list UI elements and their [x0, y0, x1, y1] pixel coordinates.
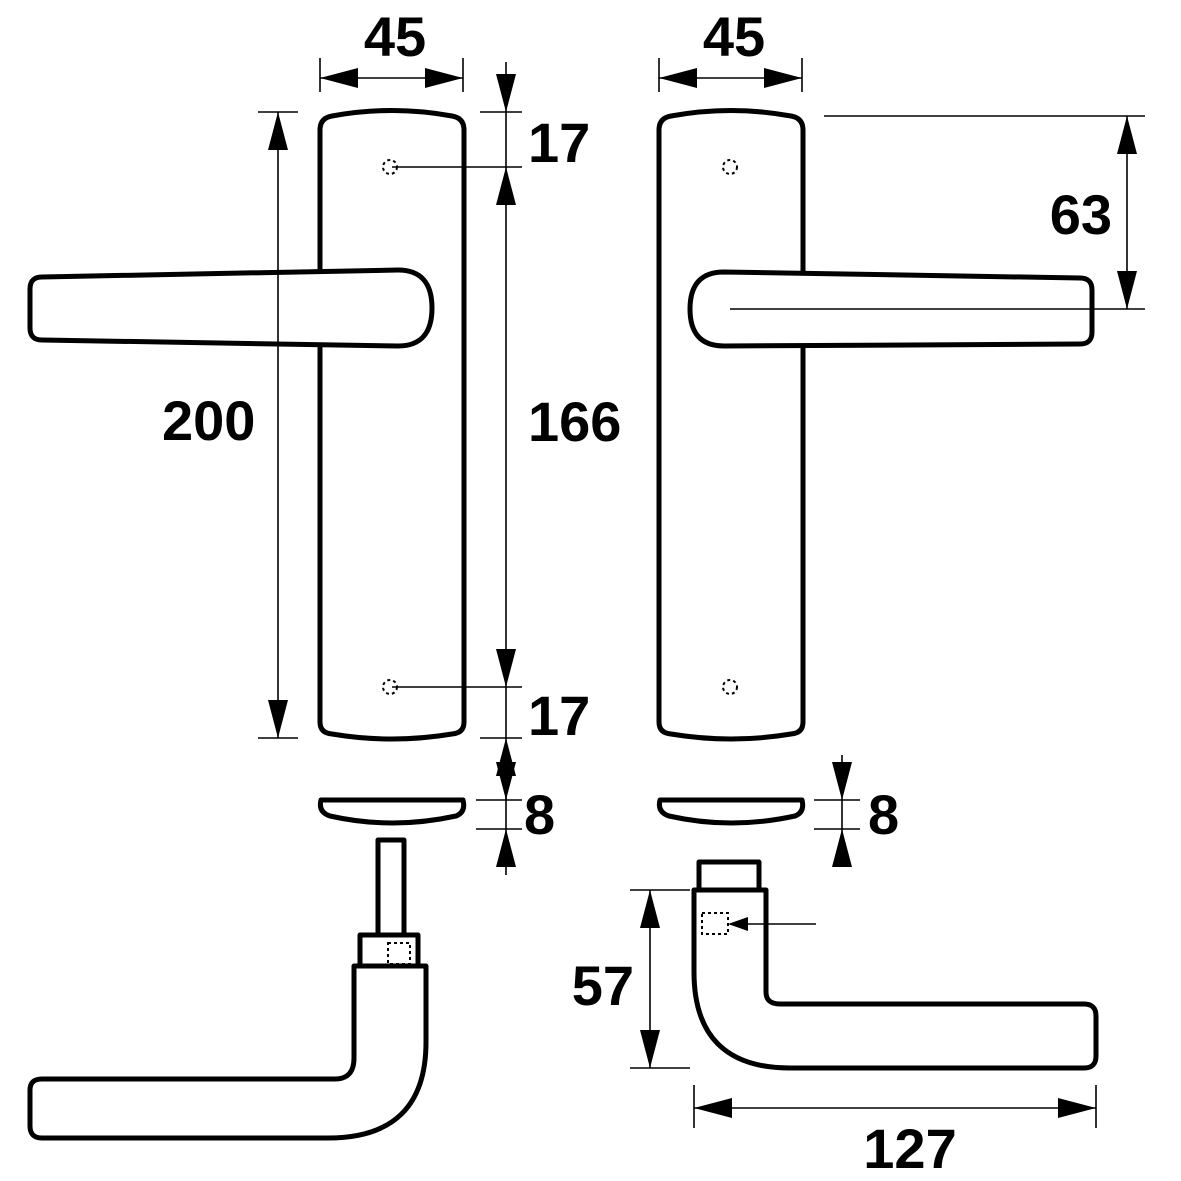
plate-height-label: 200	[162, 389, 255, 452]
dim-lever-height	[824, 115, 1145, 309]
left-lever-side-view	[27, 837, 429, 1141]
right-lever-body	[691, 887, 1099, 1071]
left-thickness-label: 8	[524, 783, 555, 846]
right-bottom-screw-hole	[722, 679, 738, 695]
left-plate-section	[317, 797, 467, 826]
right-grub-screw	[701, 912, 729, 935]
right-backplate	[656, 108, 806, 742]
left-width-label: 45	[364, 5, 426, 68]
right-thickness-label: 8	[868, 783, 899, 846]
dim-lever-depth	[630, 889, 690, 1069]
right-top-screw-hole	[722, 159, 738, 175]
bottom-hole-offset-label: 17	[528, 684, 590, 747]
top-hole-offset-label: 17	[528, 111, 590, 174]
left-handle-front-view	[27, 108, 467, 742]
lever-length-label: 127	[863, 1117, 956, 1180]
dim-left-thickness	[476, 755, 522, 875]
right-handle-front-view	[656, 108, 1145, 742]
left-spindle	[375, 837, 407, 939]
right-width-label: 45	[703, 5, 765, 68]
hole-spacing-label: 166	[528, 390, 621, 453]
left-lever-body	[27, 963, 429, 1141]
dim-plate-height	[258, 111, 298, 739]
right-grub-screw-arrowhead	[728, 917, 748, 931]
dim-right-width	[658, 58, 803, 92]
dim-lever-length	[693, 1085, 1097, 1128]
right-lever-side-view	[691, 859, 1099, 1071]
dim-left-width	[319, 58, 464, 92]
dim-right-thickness	[814, 755, 860, 867]
left-lever	[27, 267, 435, 349]
dim-hole-chain	[392, 62, 522, 800]
lever-height-label: 63	[1050, 183, 1112, 246]
right-plate-section	[656, 797, 806, 826]
left-backplate	[317, 108, 467, 742]
lever-depth-label: 57	[572, 954, 634, 1017]
